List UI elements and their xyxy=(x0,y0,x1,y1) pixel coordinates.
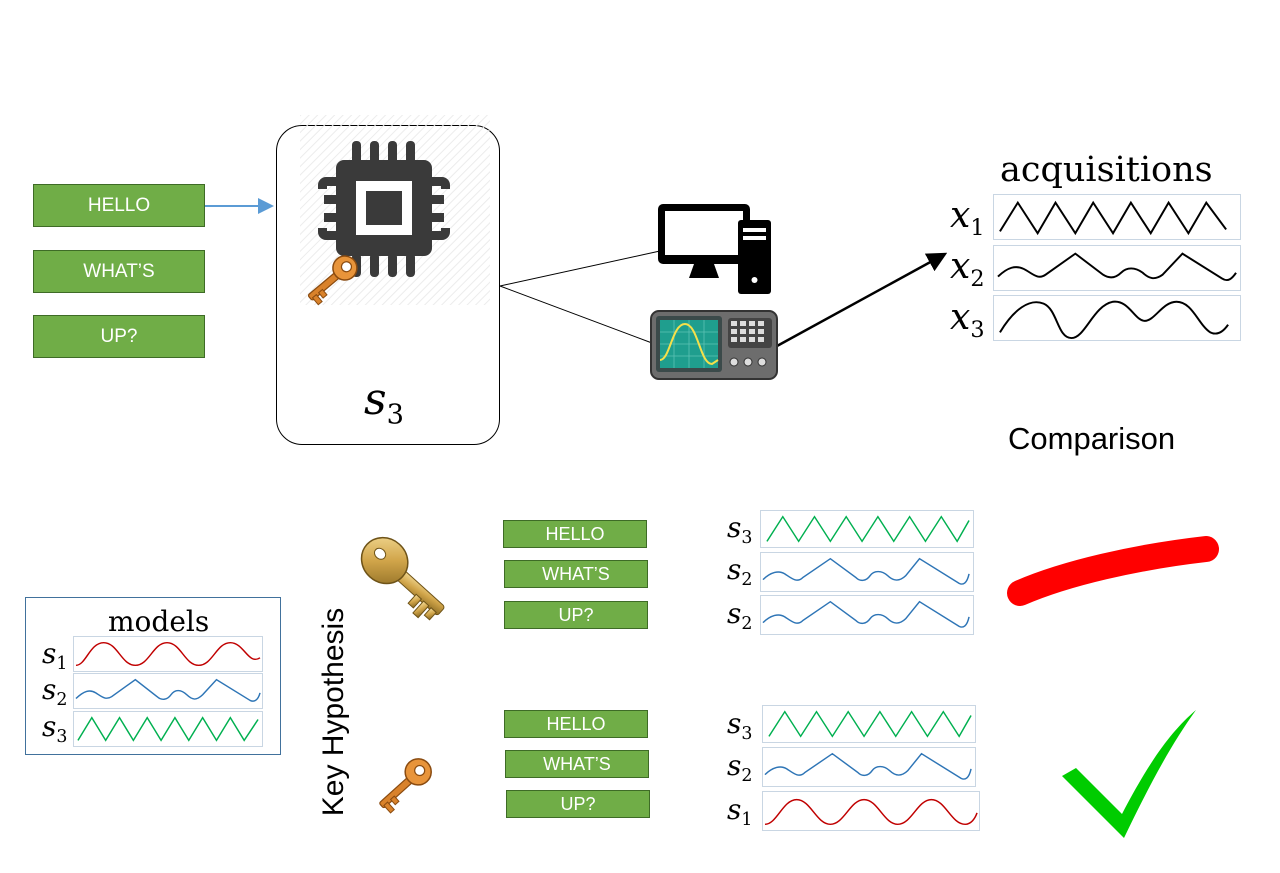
hypothesis-2-trace-1 xyxy=(762,747,976,787)
hypothesis-2-message-whats: WHAT’S xyxy=(505,750,649,778)
hypothesis-2-label-0: s3 xyxy=(727,707,753,745)
model-label-s1: s1 xyxy=(42,637,68,675)
hypothesis-1-label-1: s2 xyxy=(727,553,753,591)
message-box-hello: HELLO xyxy=(33,184,205,227)
hypothesis-1-label-0: s3 xyxy=(727,511,753,549)
models-title: models xyxy=(108,605,210,638)
acquisition-trace-x3 xyxy=(993,295,1241,341)
acquisition-trace-x2 xyxy=(993,245,1241,291)
hypothesis-1-trace-2 xyxy=(760,595,974,635)
model-trace-s3 xyxy=(73,711,263,747)
hypothesis-2-message-up: UP? xyxy=(506,790,650,818)
hypothesis-key-2-icon xyxy=(379,758,432,814)
message-box-up: UP? xyxy=(33,315,205,358)
device-to-computer-line xyxy=(499,250,661,287)
model-label-s2: s2 xyxy=(42,673,68,711)
mismatch-mark-icon xyxy=(1007,536,1219,606)
device-secret-label: s3 xyxy=(364,374,404,431)
secret-key-icon xyxy=(307,255,358,306)
comparison-title: Comparison xyxy=(1008,421,1176,456)
acquisition-label-x1: x1 xyxy=(950,195,985,241)
hypothesis-2-trace-0 xyxy=(762,705,976,743)
message-box-whats: WHAT’S xyxy=(33,250,205,293)
computer-icon xyxy=(658,204,771,294)
model-trace-s2 xyxy=(73,673,263,709)
hypothesis-key-1-icon xyxy=(360,536,445,621)
key-hypothesis-label: Key Hypothesis xyxy=(317,607,350,817)
oscilloscope-icon xyxy=(650,310,778,380)
acquisition-label-x2: x2 xyxy=(950,246,985,292)
acquisition-trace-x1 xyxy=(993,194,1241,240)
hypothesis-2-message-hello: HELLO xyxy=(504,710,648,738)
model-trace-s1 xyxy=(73,636,263,672)
hypothesis-2-label-1: s2 xyxy=(727,749,753,787)
hypothesis-1-trace-0 xyxy=(760,510,974,548)
hypothesis-1-label-2: s2 xyxy=(727,597,753,635)
chip-icon xyxy=(300,115,490,305)
acquisitions-title: acquisitions xyxy=(1000,150,1213,190)
hypothesis-2-trace-2 xyxy=(762,791,980,831)
model-label-s3: s3 xyxy=(42,710,68,748)
hypothesis-1-message-whats: WHAT’S xyxy=(504,560,648,588)
hypothesis-1-message-up: UP? xyxy=(504,601,648,629)
hypothesis-1-message-hello: HELLO xyxy=(503,520,647,548)
hypothesis-2-label-2: s1 xyxy=(727,793,753,831)
match-checkmark-icon xyxy=(1062,710,1196,838)
scope-to-acquisitions-arrow xyxy=(776,252,948,348)
hypothesis-1-trace-1 xyxy=(760,552,974,592)
device-to-scope-line xyxy=(499,285,653,344)
acquisition-label-x3: x3 xyxy=(950,297,985,343)
